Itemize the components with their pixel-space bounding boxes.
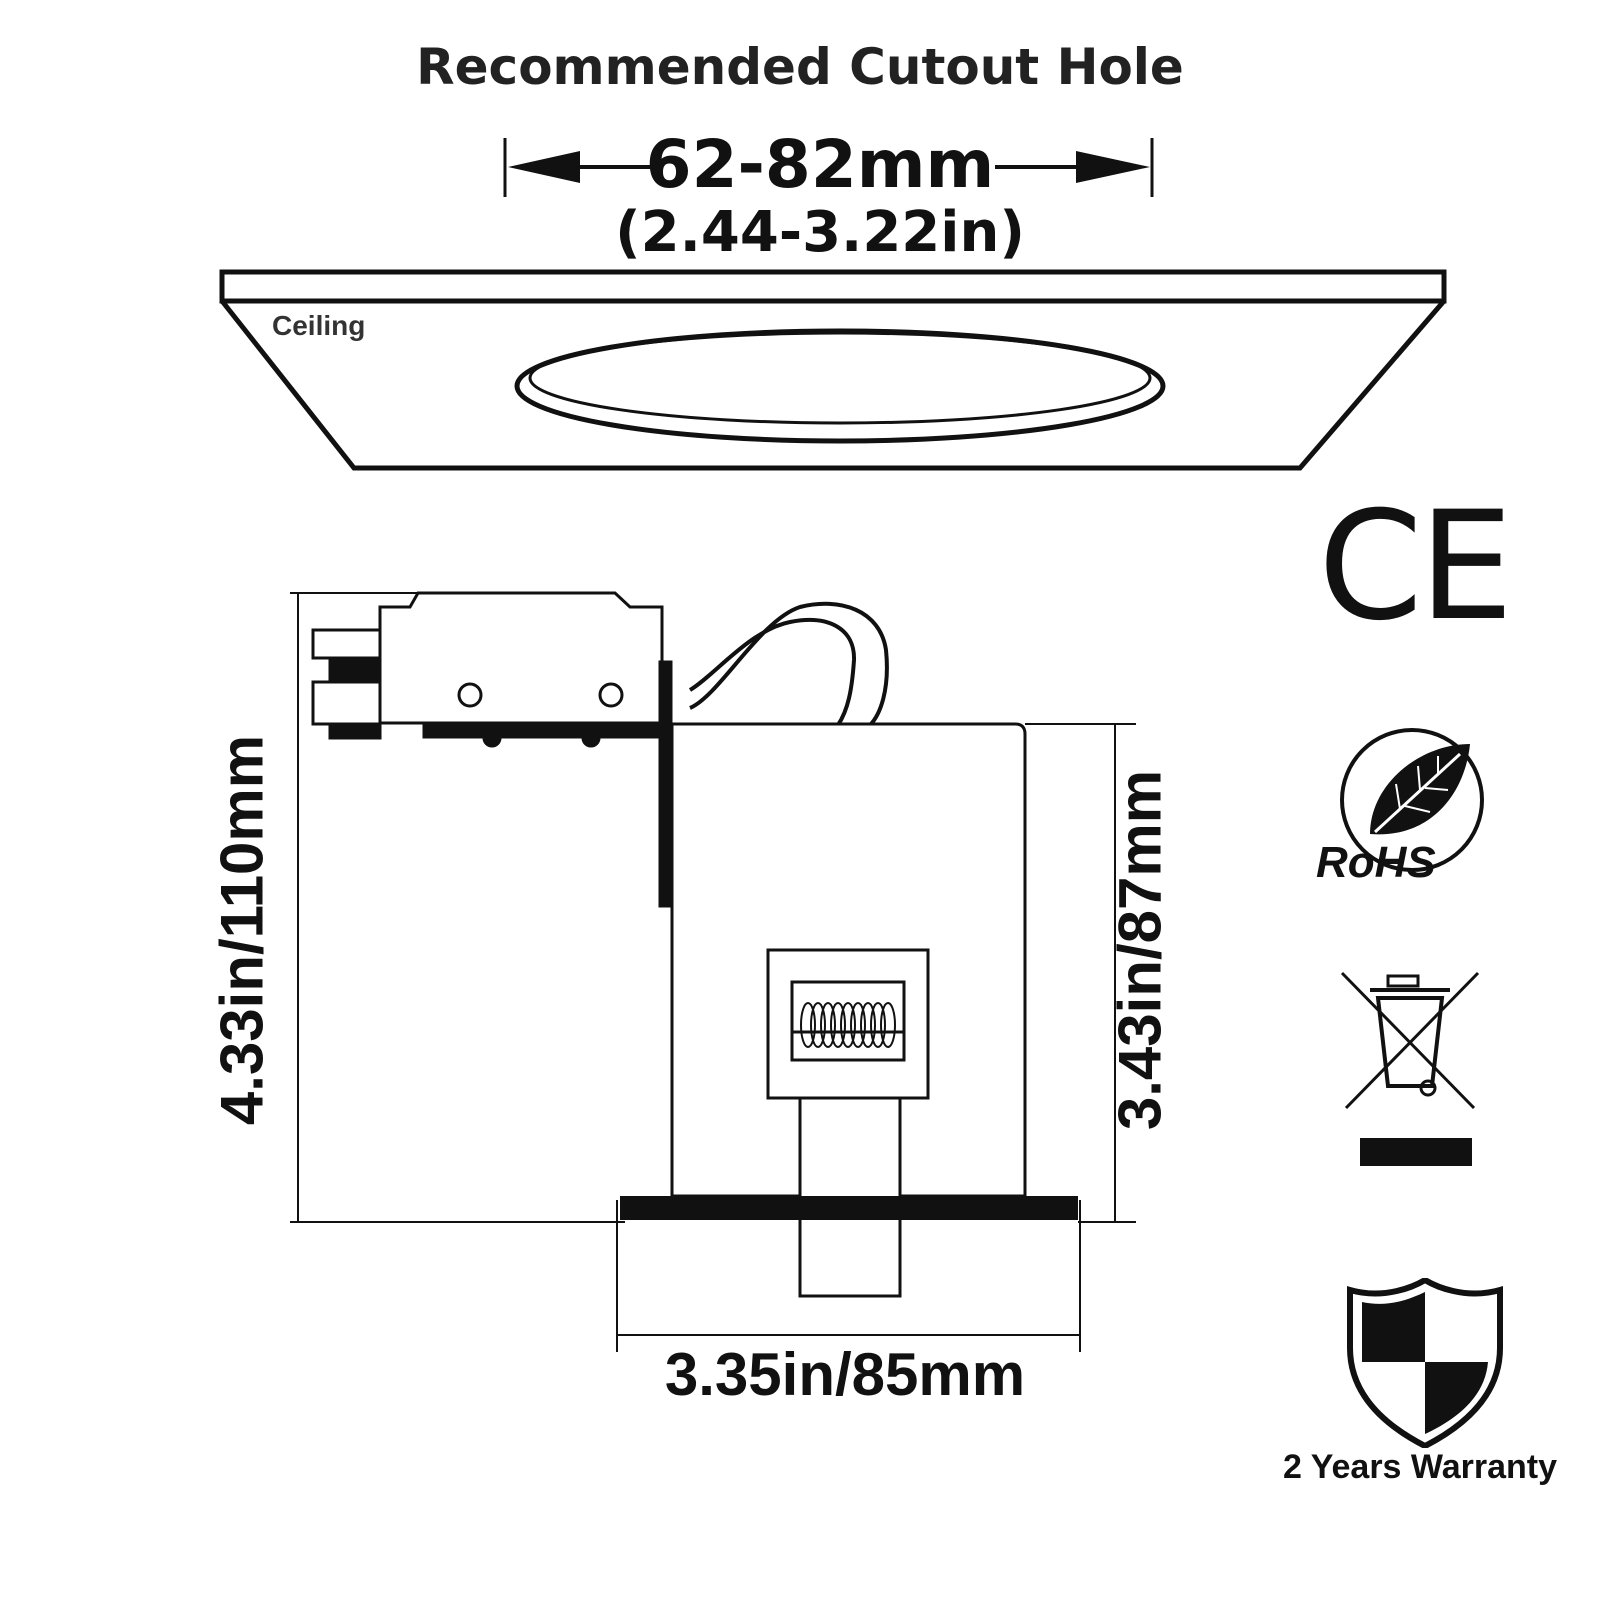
cable-loop — [688, 601, 889, 727]
total-height-label: 4.33in/110mm — [208, 734, 276, 1126]
ceiling-panel — [219, 269, 1447, 471]
weee-crossed-bin-icon — [1340, 971, 1480, 1166]
ceiling-label: Ceiling — [272, 310, 366, 341]
rohs-leaf-icon — [1340, 728, 1484, 872]
driver-box — [311, 591, 673, 908]
cutout-dimension-arrows — [503, 138, 1154, 197]
fitting-body — [620, 722, 1078, 1298]
cutout-size-inches: (2.44-3.22in) — [615, 200, 1025, 265]
warranty-shield-icon — [1347, 1278, 1503, 1448]
ce-mark-icon: CE — [1318, 480, 1514, 654]
rohs-label: RoHS — [1316, 838, 1436, 887]
body-height-label: 3.43in/87mm — [1106, 769, 1174, 1131]
page-title: Recommended Cutout Hole — [416, 38, 1184, 96]
cutout-size-mm: 62-82mm — [645, 126, 995, 203]
width-label: 3.35in/85mm — [664, 1341, 1026, 1408]
spring-coil — [800, 1002, 896, 1048]
dimension-lines — [290, 592, 1136, 1352]
warranty-label: 2 Years Warranty — [1282, 1448, 1558, 1486]
